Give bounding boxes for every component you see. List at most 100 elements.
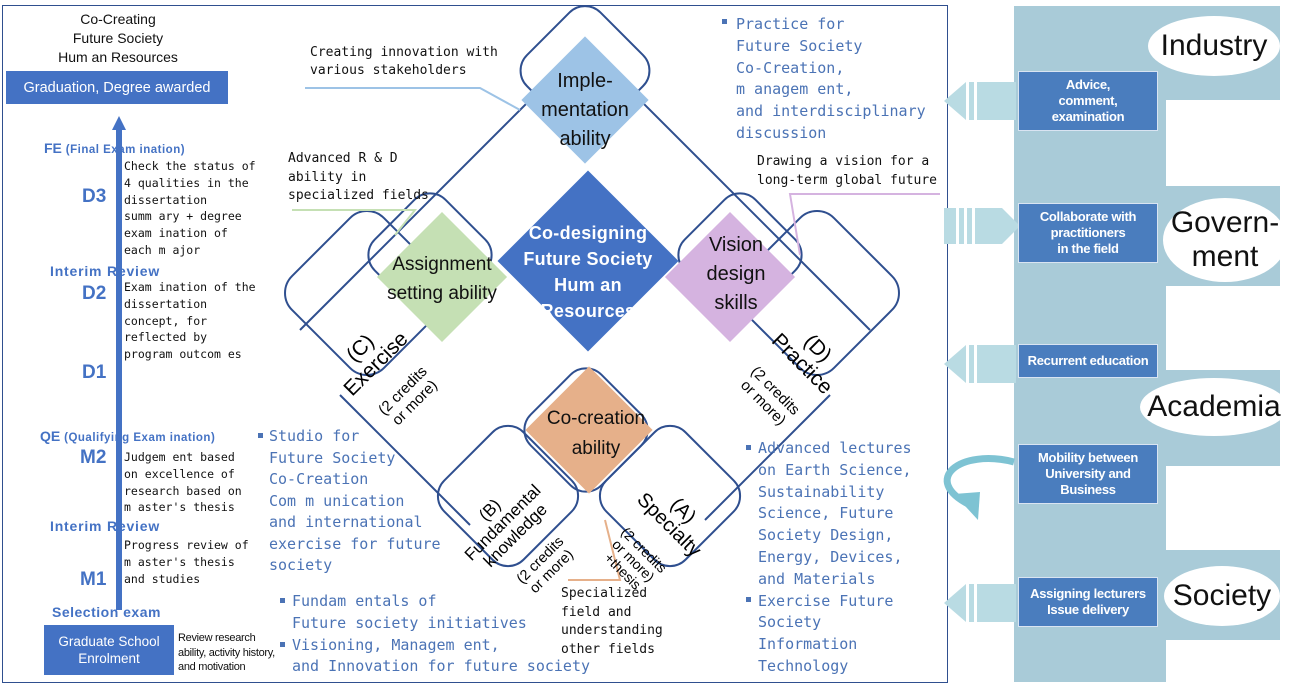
cocreation-label: Co-creation ability [546, 408, 646, 459]
enrolment-box: Graduate School Enrolment [44, 625, 174, 675]
specialized-line: field and [561, 604, 632, 620]
bullet-icon [746, 445, 751, 450]
program-title: Co-Creating Future Society Hum an Resour… [28, 10, 208, 67]
interim-review-label: Interim Review [50, 518, 161, 534]
arrow-stripe [972, 208, 975, 244]
practice-course-list: Practice for Future Society Co-Creation,… [736, 14, 926, 145]
innovation-note: Creating innovation with various stakeho… [310, 44, 498, 80]
collaborate-box: Collaborate with practitioners in the fi… [1018, 203, 1158, 263]
d2-line: concept, for [124, 313, 208, 328]
arrow-stripe [974, 345, 977, 383]
d2-line: dissertation [124, 296, 208, 311]
practice-course-line: Co-Creation, [736, 58, 845, 77]
cycle-arrow-icon [943, 455, 1015, 509]
bullet-icon [722, 19, 727, 24]
fundamentals-course-list: Fundam entals of Future society initiati… [292, 591, 590, 678]
innovation-line: Creating innovation with [310, 45, 498, 60]
practice-outline [734, 210, 900, 376]
vision-label: Vision design skills [706, 233, 766, 314]
studio-course-list: Studio for Future Society Co-Creation Co… [269, 426, 441, 577]
specialized-line: Specialized [561, 586, 648, 601]
m2-line: on excellence of [124, 466, 235, 481]
d3-description: Check the status of 4 qualities in the d… [124, 158, 256, 259]
core-fill [497, 170, 679, 352]
recurrent-box: Recurrent education [1018, 344, 1158, 378]
industry-label: Industry [1148, 16, 1280, 76]
studio-course-line: Studio for [269, 427, 360, 445]
frame-line [299, 89, 541, 331]
advanced-course-line: Exercise Future [758, 591, 894, 610]
rd-line: Advanced R & D [288, 151, 398, 166]
m2-description: Judgem ent based on excellence of resear… [124, 449, 242, 516]
enrolment-note-line: Review research [178, 632, 256, 644]
d2-line: Exam ination of the [124, 280, 256, 294]
advanced-course-line: and Materials [758, 569, 876, 588]
arrow-stripe [966, 82, 969, 120]
arrow-stripe [966, 345, 969, 383]
assignment-label: Assignment setting ability [387, 254, 497, 304]
bullet-icon [258, 433, 263, 438]
d3-line: 4 qualities in the [124, 175, 249, 190]
m2-line: research based on [124, 483, 242, 498]
vision-note-line: Drawing a vision for a [757, 154, 930, 169]
timeline-line [116, 130, 122, 610]
collaborate-text: Collaborate with practitioners in the fi… [1039, 209, 1137, 256]
fundamentals-course-line: Fundam entals of [292, 592, 437, 610]
advanced-course-line: Science, Future [758, 504, 894, 523]
qe-abbrev: QE [40, 428, 61, 444]
cycle-arrow-icon [954, 492, 980, 520]
core-label: Co-designing Future Society Hum an Resou… [523, 223, 653, 321]
academia-label: Academia [1140, 378, 1288, 436]
enrolment-note-line: and motivation [178, 661, 246, 673]
program-title-line: Hum an Resources [58, 49, 178, 65]
qe-full: (Qualifying Exam ination) [64, 432, 216, 444]
advanced-course-line: Society [758, 613, 822, 632]
left-arrow-icon [944, 345, 1016, 383]
rd-note: Advanced R & D ability in specialized fi… [288, 150, 429, 206]
government-text: Govern- ment [1170, 206, 1280, 273]
competency-diagram [258, 5, 940, 647]
lecturers-text: Assigning lecturers Issue delivery [1030, 586, 1146, 617]
fe-abbrev: FE [44, 140, 62, 156]
government-label: Govern- ment [1163, 198, 1287, 282]
practice-course-line: m anagem ent, [736, 80, 854, 99]
left-arrow-icon [944, 82, 1016, 120]
advanced-course-line: Society Design, [758, 526, 894, 545]
studio-course-line: exercise for future [269, 534, 441, 553]
arrow-stripe [974, 584, 977, 622]
qe-label: QE (Qualifying Exam ination) [40, 428, 215, 444]
mobility-text: Mobility between University and Business [1038, 450, 1138, 497]
selection-exam-label: Selection exam [52, 604, 161, 620]
d1-label: D1 [82, 362, 107, 383]
callout-line [305, 87, 521, 111]
cocreation-fill [525, 366, 653, 494]
m2-line: m aster's thesis [124, 500, 235, 515]
vision-note-line: long-term global future [757, 172, 938, 188]
enrolment-note: Review research ability, activity histor… [178, 631, 275, 675]
advanced-course-line: Advanced lectures [758, 439, 912, 457]
program-title-line: Future Society [72, 30, 164, 46]
studio-course-line: society [269, 556, 333, 574]
frame-line [339, 394, 471, 526]
callout-line [568, 519, 622, 581]
studio-course-line: and international [269, 513, 423, 531]
d2-line: reflected by [124, 330, 208, 345]
d3-line: Check the status of [124, 159, 256, 173]
d2-label: D2 [82, 283, 107, 304]
frame-line [629, 89, 871, 331]
society-label: Society [1164, 566, 1280, 626]
arrow-stripe [964, 208, 967, 244]
arrow-stripe [974, 82, 977, 120]
practice-course-line: discussion [736, 123, 827, 142]
d2-line: program outcom es [124, 347, 242, 362]
mobility-box: Mobility between University and Business [1018, 444, 1158, 504]
practice-course-line: Practice for [736, 15, 845, 33]
callout-line [292, 209, 418, 236]
m2-label: M2 [80, 447, 107, 468]
fe-full: (Final Exam ination) [65, 144, 186, 156]
practice-course-line: and interdisciplinary [736, 102, 926, 121]
fundamentals-course-line: and Innovation for future society [292, 657, 591, 676]
advice-box: Advice, comment, examination [1018, 71, 1158, 131]
enrolment-note-line: ability, activity history, [178, 646, 275, 659]
m1-line: m aster's thesis [124, 554, 235, 569]
